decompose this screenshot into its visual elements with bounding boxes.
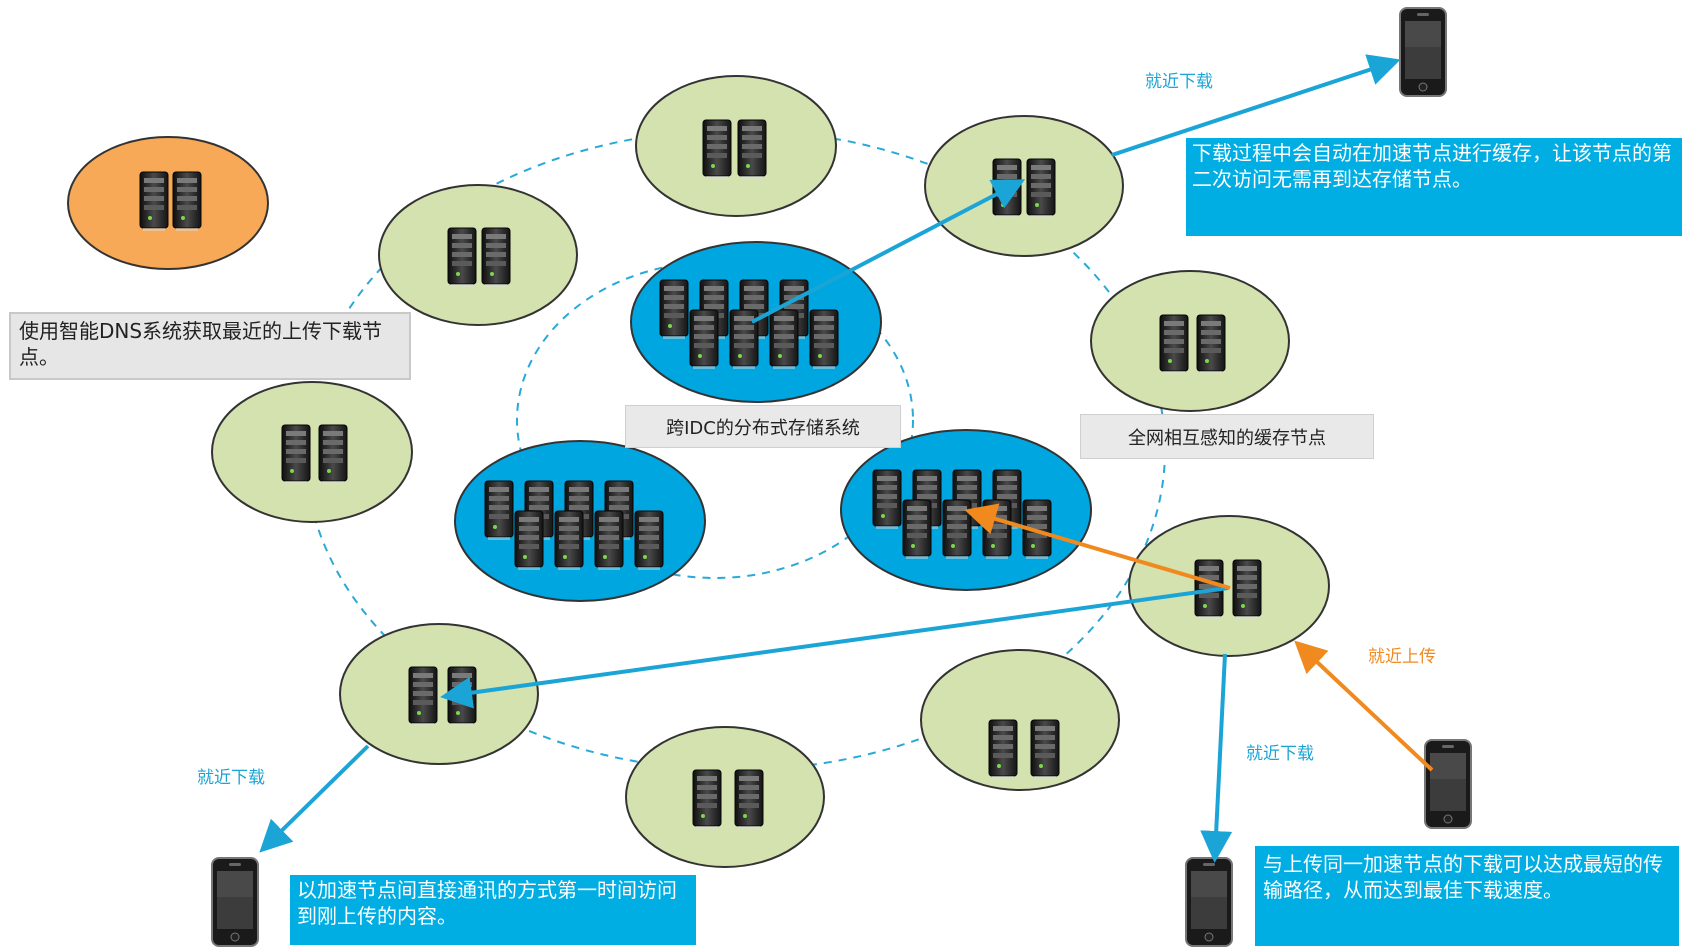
server-rack-icon <box>982 499 1012 560</box>
download-left-label: 就近下载 <box>197 768 265 788</box>
server-rack-icon <box>447 227 477 288</box>
server-rack-icon <box>689 309 719 370</box>
cache-node <box>625 726 825 868</box>
smartphone-icon <box>1185 857 1233 947</box>
server-rack-icon <box>1159 314 1189 375</box>
server-rack-icon <box>902 499 932 560</box>
server-rack-icon <box>554 510 584 571</box>
server-rack-icon <box>281 424 311 485</box>
storage-system-caption: 跨IDC的分布式存储系统 <box>625 405 901 448</box>
dns-callout: 使用智能DNS系统获取最近的上传下载节点。 <box>9 312 411 380</box>
upload-label: 就近上传 <box>1368 647 1436 667</box>
smartphone-icon <box>1399 7 1447 97</box>
smartphone-icon <box>211 857 259 947</box>
server-rack-icon <box>408 666 438 727</box>
download-top-label: 就近下载 <box>1145 72 1213 92</box>
node-to-node-arrow <box>440 586 1229 709</box>
upload-arrow <box>1294 640 1434 772</box>
cache-fill-arrow <box>751 179 1026 324</box>
server-rack-icon <box>514 510 544 571</box>
dns-node <box>67 136 269 270</box>
server-rack-icon <box>942 499 972 560</box>
server-rack-icon <box>594 510 624 571</box>
cache-node <box>635 75 837 217</box>
server-rack-icon <box>172 171 202 232</box>
server-rack-icon <box>1232 559 1262 620</box>
server-rack-icon <box>1026 158 1056 219</box>
download-right-label: 就近下载 <box>1246 744 1314 764</box>
download-left-arrow <box>259 744 370 853</box>
cache-node <box>211 381 413 523</box>
cache-network-caption: 全网相互感知的缓存节点 <box>1080 414 1374 459</box>
cache-node <box>1090 270 1290 412</box>
server-rack-icon <box>659 279 689 340</box>
server-rack-icon <box>1030 719 1060 780</box>
direct-comm-callout: 以加速节点间直接通讯的方式第一时间访问到刚上传的内容。 <box>290 875 696 945</box>
download-right-arrow <box>1200 653 1233 863</box>
server-rack-icon <box>769 309 799 370</box>
server-rack-icon <box>692 769 722 830</box>
storage-node <box>454 440 706 602</box>
server-rack-icon <box>484 480 514 541</box>
cache-download-callout: 下载过程中会自动在加速节点进行缓存，让该节点的第二次访问无需再到达存储节点。 <box>1186 138 1682 236</box>
server-rack-icon <box>318 424 348 485</box>
server-rack-icon <box>809 309 839 370</box>
cache-node <box>339 623 539 765</box>
smartphone-icon <box>1424 739 1472 829</box>
same-node-callout: 与上传同一加速节点的下载可以达成最短的传输路径，从而达到最佳下载速度。 <box>1255 846 1679 946</box>
server-rack-icon <box>734 769 764 830</box>
server-rack-icon <box>1196 314 1226 375</box>
server-rack-icon <box>988 719 1018 780</box>
server-rack-icon <box>634 510 664 571</box>
cache-node <box>920 649 1120 791</box>
server-rack-icon <box>872 469 902 530</box>
download-top-arrow <box>1111 54 1401 157</box>
store-upload-arrow <box>964 503 1231 590</box>
server-rack-icon <box>139 171 169 232</box>
server-rack-icon <box>737 119 767 180</box>
cache-node <box>378 184 578 326</box>
storage-node <box>840 429 1092 591</box>
server-rack-icon <box>481 227 511 288</box>
server-rack-icon <box>702 119 732 180</box>
cache-node <box>924 115 1124 257</box>
